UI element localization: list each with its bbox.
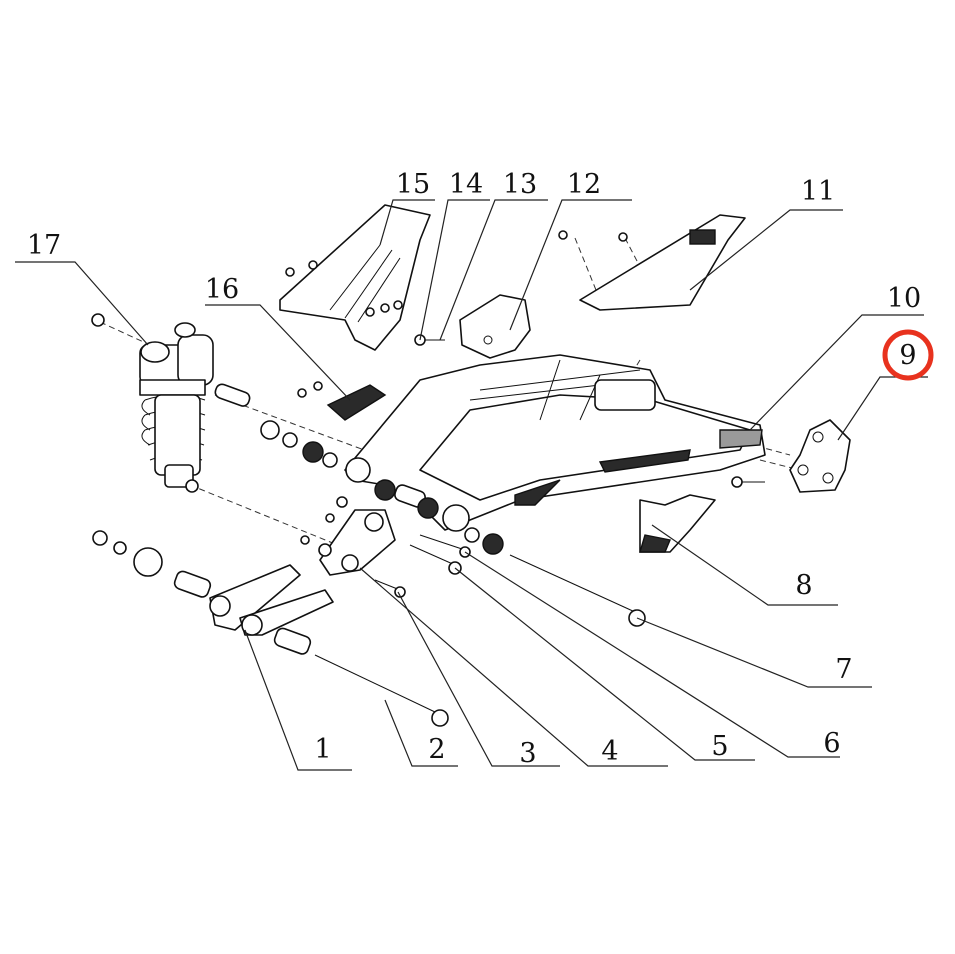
callout-12: 12 xyxy=(567,169,601,200)
callout-9: 9 xyxy=(899,340,916,371)
callout-3: 3 xyxy=(519,738,536,769)
long-bolts xyxy=(374,534,646,627)
callout-leaders xyxy=(15,199,928,771)
chain-guide xyxy=(639,494,716,553)
pivot-spacers-and-bearings xyxy=(214,383,504,555)
callout-17: 17 xyxy=(27,230,61,261)
swingarm-assembly-illustration xyxy=(91,204,851,727)
shock-absorber xyxy=(91,313,214,493)
rear-mudguard xyxy=(279,204,431,351)
callout-5: 5 xyxy=(711,731,728,762)
chain-slider xyxy=(297,381,387,421)
callout-10: 10 xyxy=(887,283,921,314)
callout-16: 16 xyxy=(205,274,239,305)
swingarm xyxy=(344,354,766,532)
callout-1: 1 xyxy=(314,734,331,765)
callout-2: 2 xyxy=(428,734,445,765)
lower-linkage xyxy=(92,530,449,727)
callout-11: 11 xyxy=(801,176,835,207)
callout-8: 8 xyxy=(795,570,812,601)
callout-4: 4 xyxy=(601,736,618,767)
callout-labels: 1 2 3 4 5 6 7 8 9 10 11 12 13 14 15 16 1… xyxy=(27,169,921,769)
highlight-ring xyxy=(882,329,934,381)
bracket-part-12 xyxy=(459,294,531,359)
callout-6: 6 xyxy=(823,728,840,759)
callout-15: 15 xyxy=(396,169,430,200)
linkage-rocker xyxy=(300,496,396,576)
axle-adjuster-bolt xyxy=(731,476,765,488)
callout-14: 14 xyxy=(449,169,483,200)
callout-7: 7 xyxy=(835,654,852,685)
chain-guard xyxy=(558,214,746,311)
brake-caliper-bracket xyxy=(789,419,851,493)
callout-13: 13 xyxy=(503,169,537,200)
